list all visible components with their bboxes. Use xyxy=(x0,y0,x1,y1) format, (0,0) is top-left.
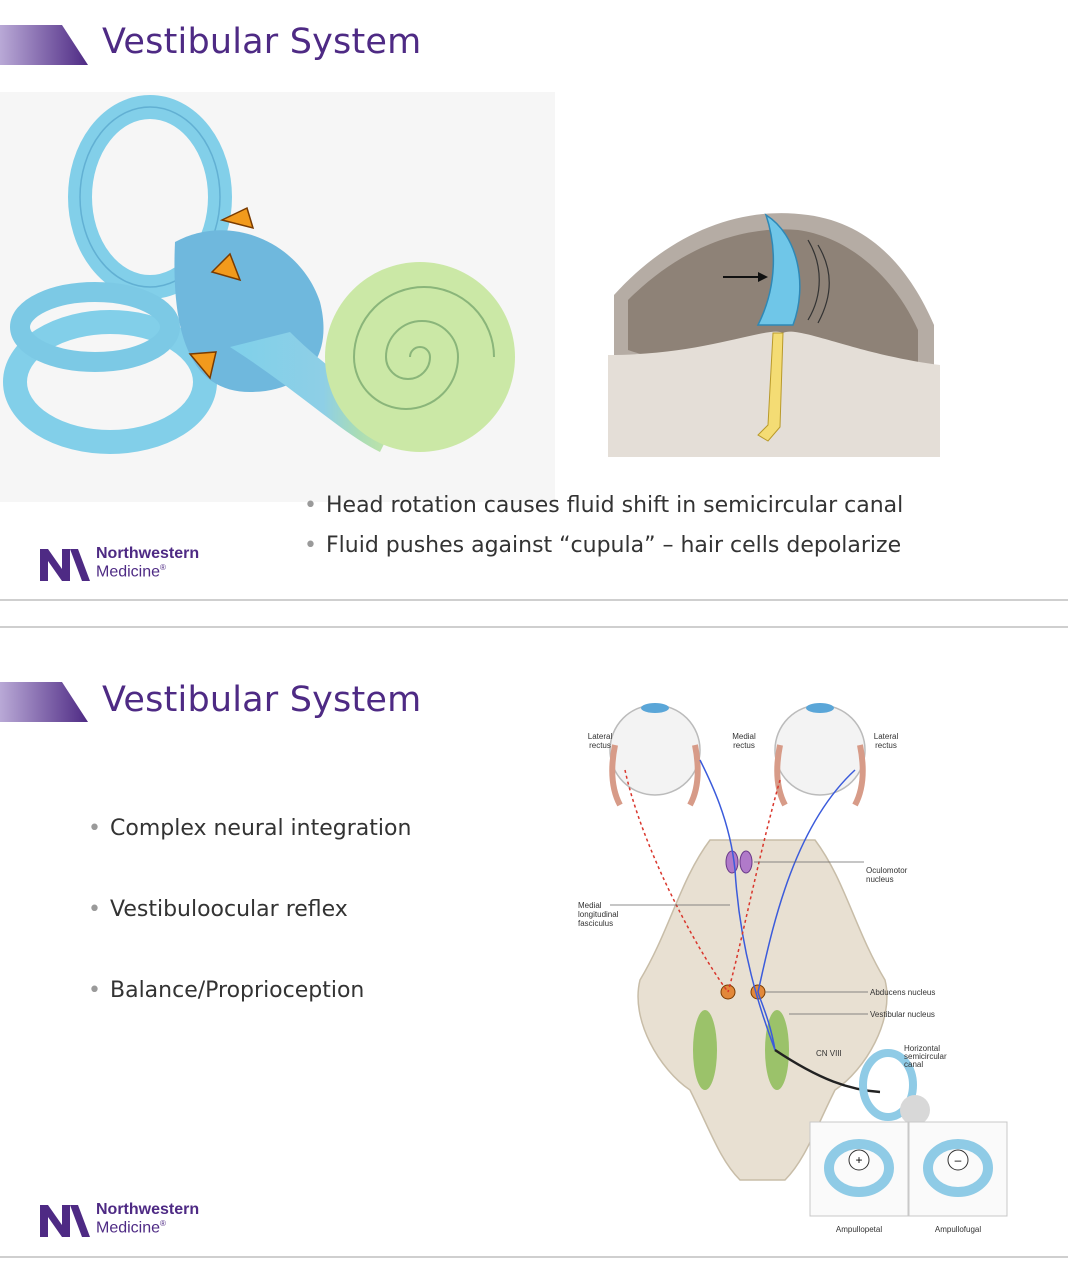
brainstem xyxy=(637,839,888,1181)
bullet-list: Head rotation causes fluid shift in semi… xyxy=(304,486,903,566)
label-horizontal-canal: Horizontal xyxy=(904,1044,940,1053)
blue-pathway xyxy=(699,759,776,1051)
label-mlf: Medial xyxy=(578,901,602,910)
label-ampullofugal: Ampullofugal xyxy=(935,1225,981,1234)
label-lateral-rectus-right: Lateral xyxy=(874,732,899,741)
logo-text-line1: Northwestern xyxy=(96,545,200,562)
slide-2: Vestibular System Complex neural integra… xyxy=(0,628,1068,1256)
label-abducens-nucleus: Abducens nucleus xyxy=(870,988,935,997)
inner-ear-labyrinth-illustration xyxy=(0,92,555,502)
label-lateral-rectus-left: Lateral xyxy=(588,732,613,741)
inner-ear-icon xyxy=(859,1049,917,1121)
minus-sign: – xyxy=(955,1153,962,1167)
label-vestibular-nucleus: Vestibular nucleus xyxy=(870,1010,935,1019)
bullet-item: Complex neural integration xyxy=(88,788,411,869)
logo-text-line1: Northwestern xyxy=(96,1201,200,1218)
arrow-icon xyxy=(758,272,768,282)
logo-text-line2: Medicine® xyxy=(96,1219,166,1237)
label-medial-rectus: Medial xyxy=(732,732,756,741)
vestibular-nucleus-left xyxy=(693,1010,717,1090)
title-accent-bar xyxy=(0,682,88,722)
northwestern-medicine-logo: Northwestern Medicine® xyxy=(40,1201,240,1241)
bullet-item: Vestibuloocular reflex xyxy=(88,869,411,950)
left-iris xyxy=(641,703,669,713)
label-oculomotor-nucleus: Oculomotor xyxy=(866,866,908,875)
bullet-item: Head rotation causes fluid shift in semi… xyxy=(304,486,903,526)
left-eyeball xyxy=(609,704,701,796)
title-accent-bar xyxy=(0,25,88,65)
nm-logo-icon xyxy=(40,549,90,581)
right-iris xyxy=(806,703,834,713)
cupula-deflection-illustration xyxy=(608,213,940,457)
plus-sign: + xyxy=(855,1153,862,1167)
bullet-item: Balance/Proprioception xyxy=(88,950,411,1031)
slide-title: Vestibular System xyxy=(102,22,422,62)
right-eyeball xyxy=(774,704,866,796)
nm-logo-icon xyxy=(40,1205,90,1237)
bullet-list: Complex neural integration Vestibuloocul… xyxy=(88,788,411,1031)
slide-divider xyxy=(0,1256,1068,1258)
slide-1: Vestibular System xyxy=(0,0,1068,600)
label-cn8: CN VIII xyxy=(816,1049,842,1058)
northwestern-medicine-logo: Northwestern Medicine® xyxy=(40,545,240,585)
ampulla-cupula-icon xyxy=(188,206,255,380)
oculomotor-nucleus-right xyxy=(739,850,753,874)
slide-divider xyxy=(0,599,1068,601)
logo-text-line2: Medicine® xyxy=(96,563,166,581)
cn8-nerve xyxy=(774,1048,881,1094)
label-ampullopetal: Ampullopetal xyxy=(836,1225,882,1234)
oculomotor-nucleus-left xyxy=(725,850,739,874)
bullet-item: Fluid pushes against “cupula” – hair cel… xyxy=(304,526,903,566)
slide-divider xyxy=(0,626,1068,628)
slide-title: Vestibular System xyxy=(102,680,422,720)
